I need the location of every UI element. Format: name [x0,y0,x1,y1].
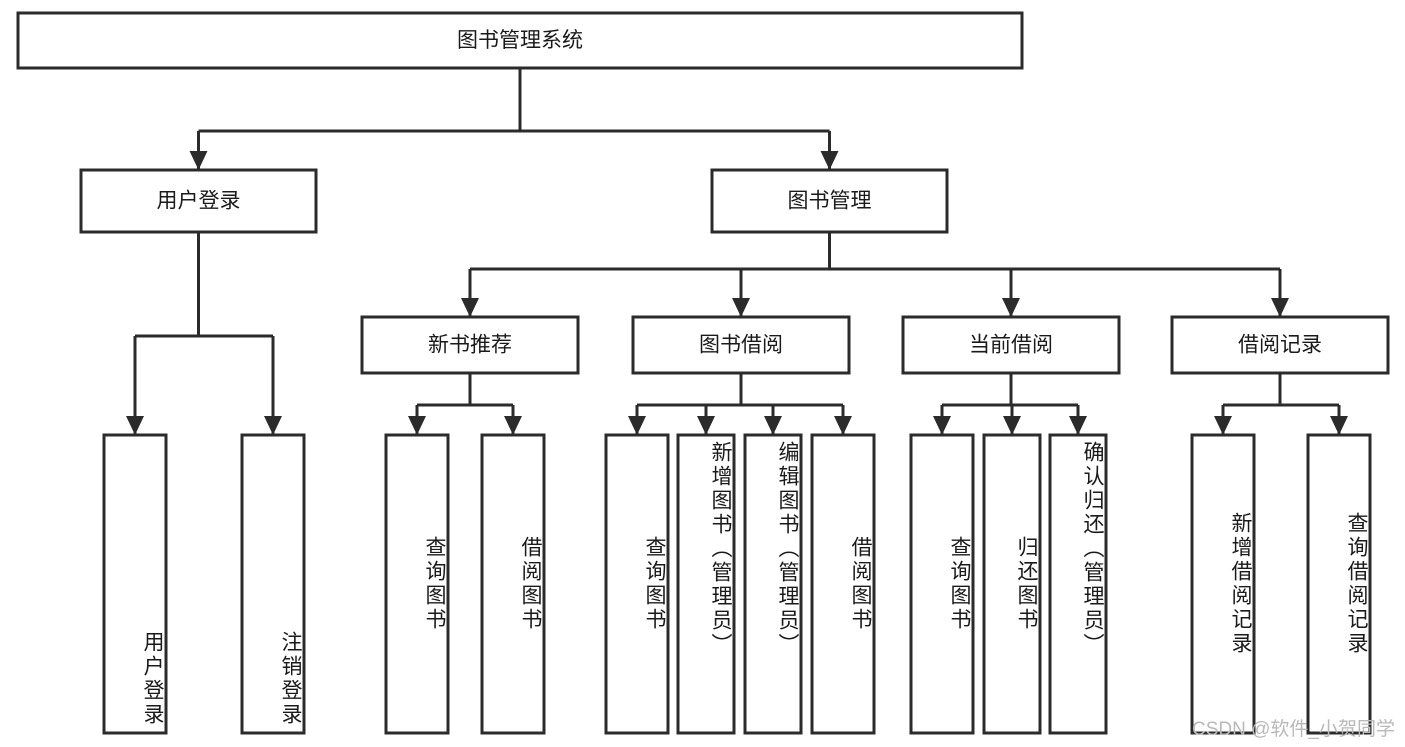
arrow-head-leaf-return-book [1003,416,1021,435]
node-box-leaf-logout [240,433,306,735]
node-box-leaf-add-book [676,433,736,735]
arrow-head-leaf-borrow-book-rec [504,416,522,435]
node-box-book-borrow [631,315,851,375]
node-box-book-manage [710,168,949,234]
node-box-user-login [79,168,318,234]
node-box-root [16,11,1024,70]
node-box-leaf-user-login [102,433,168,735]
arrow-head-leaf-user-login [126,416,144,435]
arrow-head-leaf-query-book-rec [408,416,426,435]
arrow-head-leaf-borrow-book-brw [834,416,852,435]
node-label-book-manage: 图书管理 [788,190,872,213]
node-label-user-login: 用户登录 [157,190,241,213]
node-box-leaf-add-record [1190,433,1256,735]
node-label-root: 图书管理系统 [457,29,583,52]
node-box-leaf-edit-book [743,433,803,735]
arrow-head-book-borrow [732,298,750,317]
node-box-leaf-query-book-brw [604,433,670,735]
arrow-head-current-borrow [1002,298,1020,317]
arrow-head-borrow-record [1271,298,1289,317]
node-box-leaf-borrow-book-rec [480,433,546,735]
arrow-head-book-manage [820,151,839,170]
arrow-head-leaf-add-record [1214,416,1232,435]
node-box-leaf-query-book-rec [384,433,450,735]
arrow-head-leaf-query-record [1330,416,1348,435]
node-box-current-borrow [901,315,1121,375]
arrow-head-leaf-add-book [697,416,715,435]
arrow-head-new-book-rec [461,298,479,317]
node-box-leaf-return-book [982,433,1042,735]
csdn-watermark: CSDN @软件_小贺同学 [1192,719,1395,740]
node-box-leaf-query-book-cur [909,433,975,735]
node-box-leaf-confirm-return [1048,433,1108,735]
arrow-head-leaf-edit-book [764,416,782,435]
node-label-book-borrow: 图书借阅 [699,334,783,357]
connectors-layer [126,68,1348,435]
arrow-head-user-login [189,151,208,170]
arrow-head-leaf-query-book-brw [628,416,646,435]
arrow-head-leaf-logout [264,416,282,435]
node-boxes-layer [16,11,1390,735]
arrow-head-leaf-query-book-cur [933,416,951,435]
node-label-borrow-record: 借阅记录 [1238,334,1322,357]
node-box-leaf-query-record [1306,433,1372,735]
node-box-new-book-rec [360,315,580,375]
arrow-head-leaf-confirm-return [1069,416,1087,435]
node-box-leaf-borrow-book-brw [810,433,876,735]
node-label-current-borrow: 当前借阅 [969,334,1053,357]
node-box-borrow-record [1170,315,1390,375]
node-label-new-book-rec: 新书推荐 [428,334,512,357]
